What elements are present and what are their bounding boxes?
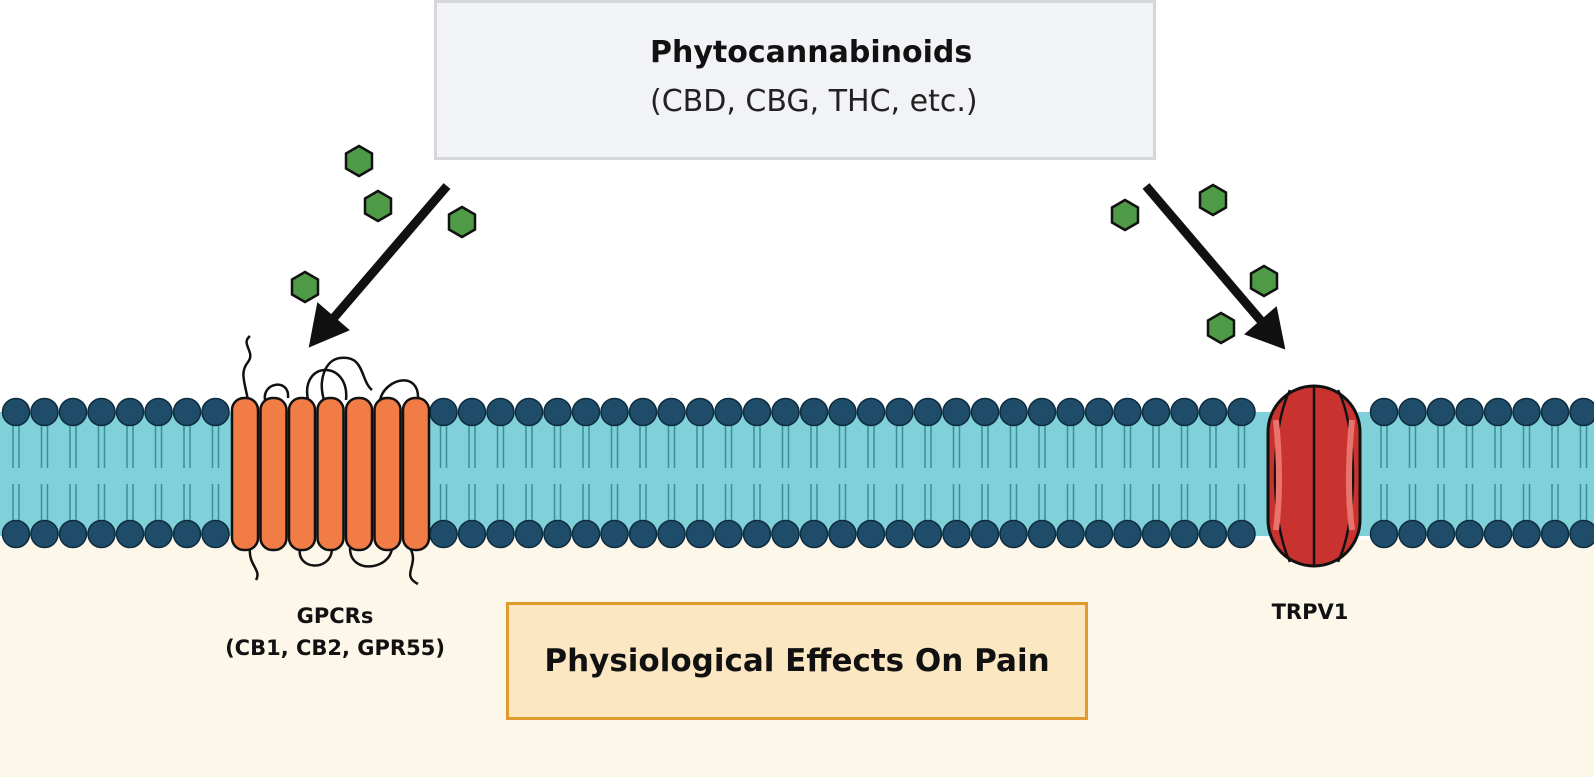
molecule-hexagon <box>447 205 477 239</box>
arrows <box>308 183 1286 350</box>
gpcr-label: GPCRs (CB1, CB2, GPR55) <box>190 600 480 664</box>
legend-subtitle: (CBD, CBG, THC, etc.) <box>650 84 978 119</box>
trpv1-label: TRPV1 <box>1271 600 1349 624</box>
molecule-hexagon <box>363 189 393 223</box>
trpv1-channel <box>1266 384 1362 568</box>
legend-title: Phytocannabinoids <box>650 35 973 70</box>
effects-label: Physiological Effects On Pain <box>544 643 1050 679</box>
gpcr-helix <box>401 396 431 552</box>
arrow-left-head <box>308 302 350 348</box>
gpcr-receptor <box>230 335 431 586</box>
lipid-tails <box>12 424 1588 526</box>
arrow-left-shaft <box>328 183 451 323</box>
gpcr-members: (CB1, CB2, GPR55) <box>225 636 445 660</box>
gpcr-helix <box>230 396 260 552</box>
molecule-hexagon <box>290 270 320 304</box>
effects-box: Physiological Effects On Pain <box>506 602 1088 720</box>
molecule-particles <box>290 144 1279 345</box>
molecule-hexagon <box>1198 183 1228 217</box>
lipid-heads <box>1 397 1594 549</box>
legend-box <box>434 0 1156 160</box>
gpcr-helix <box>316 396 345 552</box>
gpcr-helix <box>373 396 402 552</box>
gpcr-name: GPCRs <box>296 604 374 628</box>
gpcr-helix <box>287 396 317 552</box>
gpcr-helix <box>344 396 374 552</box>
molecule-hexagon <box>1206 311 1236 345</box>
arrow-right-shaft <box>1142 183 1266 325</box>
molecule-hexagon <box>1249 264 1279 298</box>
gpcr-helix <box>259 396 288 552</box>
molecule-hexagon <box>344 144 374 178</box>
arrow-right-head <box>1244 306 1286 350</box>
molecule-hexagon <box>1110 198 1140 232</box>
